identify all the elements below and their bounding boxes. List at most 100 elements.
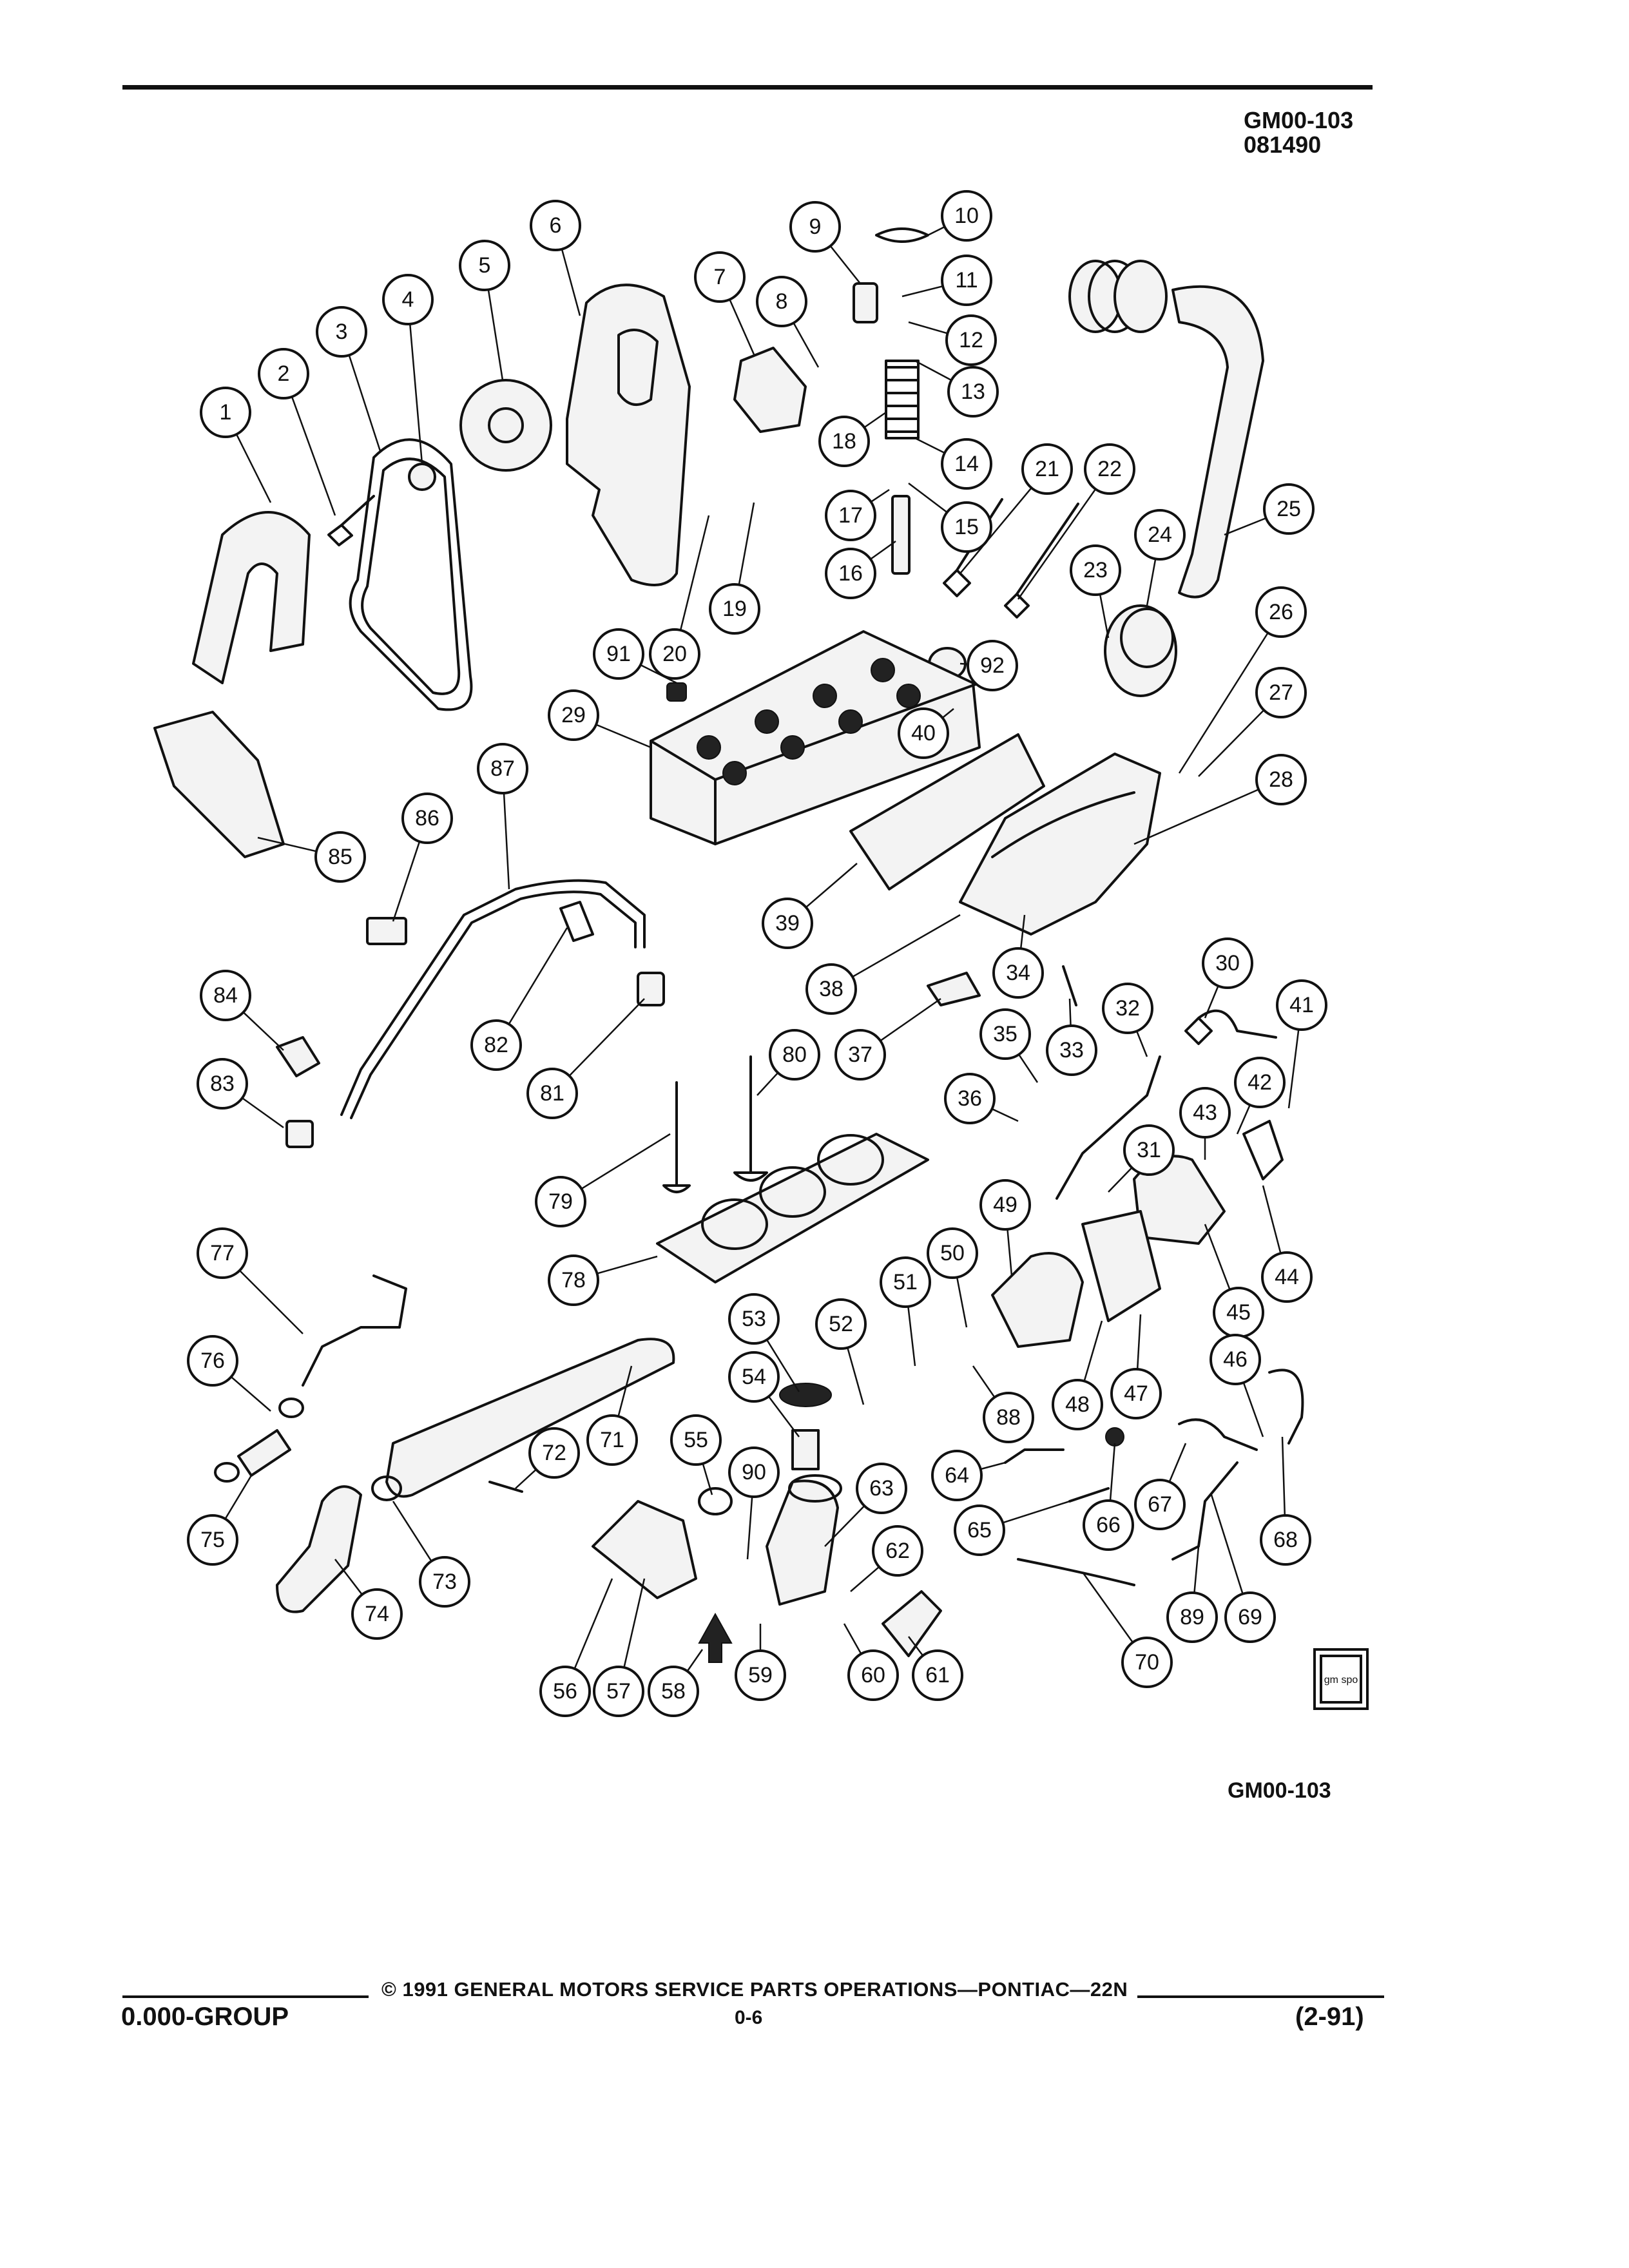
part-thermostat [791, 1429, 820, 1470]
callout-label: 26 [1269, 600, 1293, 624]
part-sleeve [637, 972, 665, 1006]
leader-line-54 [767, 1396, 800, 1437]
callout-76: 76 [187, 1335, 238, 1387]
callout-18: 18 [818, 416, 870, 467]
callout-16: 16 [825, 548, 876, 599]
leader-line-11 [901, 285, 943, 298]
leader-line-85 [257, 836, 317, 852]
leader-line-57 [623, 1578, 646, 1668]
callout-label: 74 [365, 1602, 389, 1626]
callout-label: 46 [1223, 1347, 1248, 1372]
callout-label: 86 [415, 806, 439, 831]
leader-line-45 [1204, 1224, 1231, 1290]
leader-line-37 [880, 997, 941, 1042]
callout-label: 43 [1193, 1100, 1217, 1125]
leader-line-81 [568, 998, 645, 1077]
callout-label: 56 [553, 1679, 577, 1704]
badge-text: gm spo [1324, 1675, 1358, 1686]
part-seal [698, 1487, 733, 1515]
leader-lines-layer [224, 226, 1300, 1672]
part-pipe-67 [1178, 1418, 1258, 1451]
callout-label: 79 [548, 1189, 573, 1214]
callout-29: 29 [548, 689, 599, 741]
callout-56: 56 [539, 1666, 591, 1717]
callout-label: 34 [1006, 961, 1030, 985]
callout-label: 28 [1269, 767, 1293, 792]
figure-id: GM00-103 [1228, 1778, 1331, 1803]
leader-line-50 [956, 1277, 968, 1328]
callout-80: 80 [769, 1029, 820, 1081]
callout-label: 91 [606, 642, 631, 666]
callout-85: 85 [314, 831, 366, 883]
callout-14: 14 [941, 438, 992, 490]
leader-line-9 [829, 245, 861, 284]
leader-line-1 [235, 434, 272, 503]
callout-label: 20 [662, 642, 687, 666]
part-heater-pipe [302, 1274, 407, 1387]
leader-line-49 [1007, 1229, 1013, 1276]
callout-26: 26 [1255, 586, 1307, 638]
callout-55: 55 [670, 1414, 722, 1466]
callout-89: 89 [1166, 1591, 1218, 1643]
callout-81: 81 [526, 1068, 578, 1119]
callout-label: 64 [945, 1463, 969, 1488]
leader-line-56 [574, 1578, 613, 1669]
callout-label: 1 [220, 400, 232, 425]
callout-40: 40 [898, 707, 949, 759]
parts-layer [153, 227, 1304, 1663]
part-sensor-2 [1004, 503, 1079, 619]
part-fitting [1004, 1448, 1065, 1464]
callout-36: 36 [944, 1073, 996, 1124]
callout-87: 87 [477, 743, 528, 794]
callout-28: 28 [1255, 754, 1307, 805]
callout-77: 77 [197, 1227, 248, 1279]
callout-label: 14 [954, 452, 979, 476]
leader-line-22 [1017, 488, 1097, 600]
leader-line-63 [824, 1505, 865, 1547]
callout-label: 49 [993, 1193, 1017, 1217]
part-coolant-housing [592, 1500, 697, 1599]
callout-label: 51 [893, 1270, 918, 1294]
callout-60: 60 [847, 1649, 899, 1701]
leader-line-79 [581, 1133, 671, 1190]
leader-line-16 [870, 540, 896, 560]
leader-line-62 [850, 1566, 880, 1592]
part-air-hose [1171, 285, 1264, 599]
leader-line-41 [1287, 1029, 1300, 1109]
part-bolt-65 [1068, 1487, 1110, 1503]
leader-line-6 [561, 249, 581, 316]
part-coolant-pipe [340, 879, 646, 1116]
callout-label: 9 [809, 215, 822, 239]
callout-63: 63 [856, 1463, 907, 1514]
callout-44: 44 [1261, 1251, 1313, 1303]
part-pipe-bracket [559, 901, 594, 942]
callout-13: 13 [947, 366, 999, 418]
callout-10: 10 [941, 190, 992, 242]
part-oxygen-sensor [1184, 1009, 1277, 1045]
part-coolant-outlet [766, 1479, 839, 1606]
leader-line-46 [1242, 1382, 1264, 1437]
part-mount-bracket [882, 1590, 942, 1657]
callout-label: 16 [838, 561, 863, 586]
leader-line-26 [1178, 632, 1269, 774]
part-timing-belt [349, 438, 473, 711]
leader-line-76 [230, 1376, 271, 1412]
leader-line-25 [1224, 517, 1267, 536]
callout-label: 66 [1096, 1513, 1121, 1537]
callout-5: 5 [459, 240, 510, 291]
callout-label: 27 [1269, 680, 1293, 705]
callout-51: 51 [880, 1256, 931, 1308]
callout-9: 9 [789, 201, 841, 253]
callout-label: 44 [1275, 1265, 1299, 1289]
callout-label: 61 [925, 1663, 950, 1687]
leader-line-35 [1018, 1053, 1039, 1083]
callout-31: 31 [1123, 1124, 1175, 1176]
part-valve-2 [733, 1055, 768, 1182]
callout-49: 49 [979, 1179, 1031, 1231]
callout-label: 6 [550, 213, 562, 238]
leader-line-70 [1081, 1571, 1133, 1643]
callout-label: 48 [1065, 1392, 1090, 1417]
callout-7: 7 [694, 251, 746, 303]
callout-label: 68 [1273, 1528, 1298, 1552]
